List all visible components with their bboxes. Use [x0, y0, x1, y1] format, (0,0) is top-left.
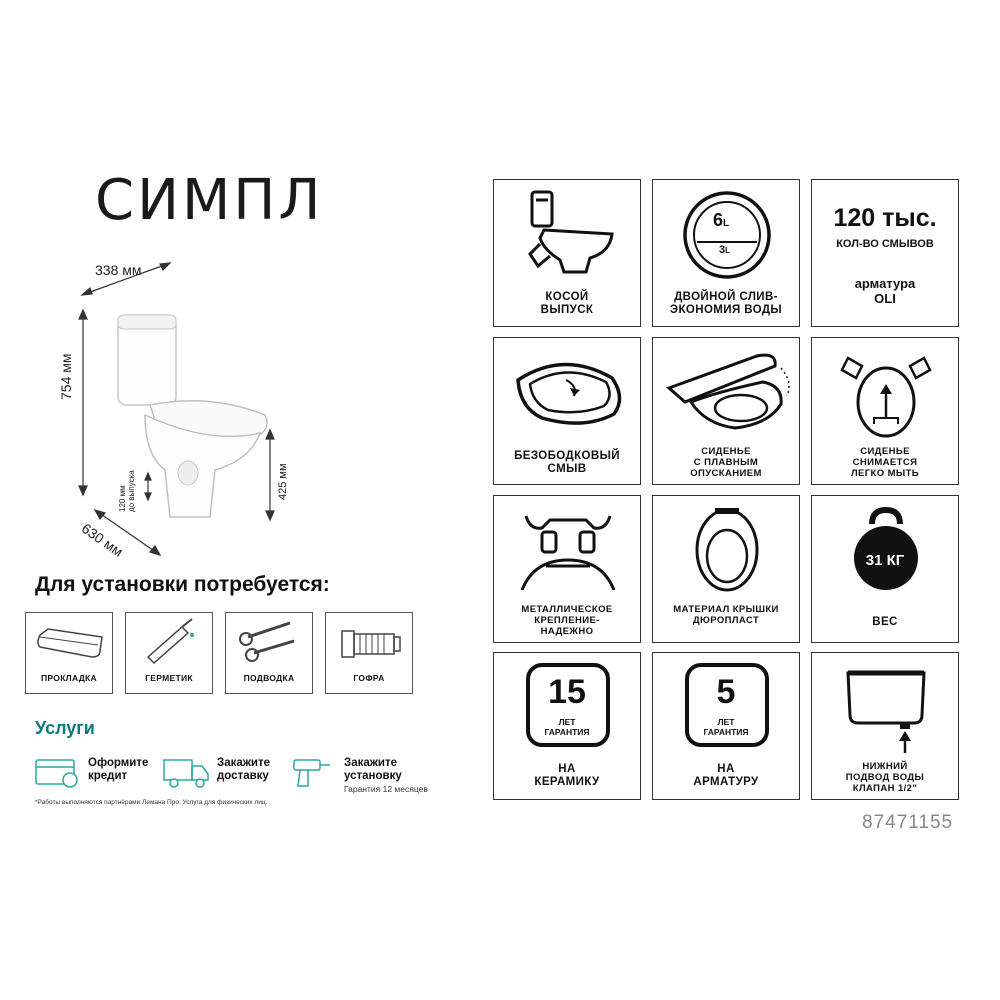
feature-label: МАТЕРИАЛ КРЫШКИ ДЮРОПЛАСТ [673, 604, 779, 626]
feature-dual-flush: 6L 3L ДВОЙНОЙ СЛИВ- ЭКОНОМИЯ ВОДЫ [652, 179, 800, 327]
feature-label: НА КЕРАМИКУ [534, 763, 600, 788]
feature-label: ВЕС [872, 616, 898, 628]
sealant-icon [146, 618, 194, 665]
requirement-sealant: ГЕРМЕТИК [125, 612, 213, 694]
delivery-truck-icon[interactable] [162, 756, 212, 790]
hose-icon [239, 621, 295, 662]
feature-seat-material: МАТЕРИАЛ КРЫШКИ ДЮРОПЛАСТ [652, 495, 800, 643]
feature-removable-seat: СИДЕНЬЕ СНИМАЕТСЯ ЛЕГКО МЫТЬ [811, 337, 959, 485]
feature-rimless: БЕЗОБОДКОВЫЙ СМЫВ [493, 337, 641, 485]
feature-label: СИДЕНЬЕ С ПЛАВНЫМ ОПУСКАНИЕМ [690, 446, 762, 479]
seat-material-icon [695, 508, 759, 592]
dual-flush-small: 3L [719, 244, 731, 256]
warranty-15-icon [526, 663, 610, 747]
fittings-brand: арматура OLI [854, 276, 916, 306]
dim-height: 754 мм [58, 353, 74, 401]
toilet-dimension-drawing [78, 262, 275, 556]
bottom-inlet-icon [846, 670, 926, 753]
corrugated-pipe-icon [341, 630, 401, 658]
feature-bottom-inlet: НИЖНИЙ ПОДВОД ВОДЫ КЛАПАН 1/2" [811, 652, 959, 800]
feature-label: ДВОЙНОЙ СЛИВ- ЭКОНОМИЯ ВОДЫ [669, 291, 783, 316]
gasket-icon [37, 628, 103, 658]
feature-flush-count: 120 тыс. КОЛ-ВО СМЫВОВ арматура OLI [811, 179, 959, 327]
service-installation[interactable]: Закажите установку Гарантия 12 месяцев [344, 757, 428, 794]
dim-width: 338 мм [95, 262, 142, 278]
dim-outlet-height: 425 мм [277, 463, 289, 500]
services-title: Услуги [35, 718, 95, 738]
feature-label: БЕЗОБОДКОВЫЙ СМЫВ [514, 450, 620, 475]
oblique-outlet-icon [528, 190, 614, 274]
requirement-hose: ПОДВОДКА [225, 612, 313, 694]
metal-mount-icon [520, 515, 616, 591]
weight-value: 31 КГ [865, 552, 905, 569]
feature-oblique-outlet: КОСОЙ ВЫПУСК [493, 179, 641, 327]
requirement-gasket: ПРОКЛАДКА [25, 612, 113, 694]
installation-drill-icon[interactable] [290, 754, 334, 790]
dual-flush-icon [683, 191, 771, 279]
article-number: 87471155 [862, 812, 954, 833]
feature-label: НИЖНИЙ ПОДВОД ВОДЫ КЛАПАН 1/2" [845, 761, 925, 794]
feature-metal-mount: МЕТАЛЛИЧЕСКОЕ КРЕПЛЕНИЕ- НАДЕЖНО [493, 495, 641, 643]
feature-label: СИДЕНЬЕ СНИМАЕТСЯ ЛЕГКО МЫТЬ [850, 446, 920, 479]
feature-label: МЕТАЛЛИЧЕСКОЕ КРЕПЛЕНИЕ- НАДЕЖНО [521, 604, 613, 637]
requirements-title: Для установки потребуется: [35, 573, 330, 596]
feature-warranty-fittings: 5 ЛЕТ ГАРАНТИЯ НА АРМАТУРУ [652, 652, 800, 800]
service-delivery[interactable]: Закажите доставку [217, 757, 271, 782]
feature-weight: 31 КГ ВЕС [811, 495, 959, 643]
dim-outlet-distance: 120 мм до выпуска [118, 470, 136, 512]
requirement-corrugated-pipe: ГОФРА [325, 612, 413, 694]
service-credit[interactable]: Оформите кредит [88, 757, 149, 782]
warranty-5-icon [685, 663, 769, 747]
feature-warranty-ceramic: 15 ЛЕТ ГАРАНТИЯ НА КЕРАМИКУ [493, 652, 641, 800]
soft-close-seat-icon [666, 353, 790, 430]
services-footnote: *Работы выполняются партнёрами Лемана Пр… [35, 799, 268, 806]
product-title: СИМПЛ [95, 168, 324, 233]
weight-icon [854, 506, 918, 590]
flush-count-value: 120 тыс. [833, 204, 937, 232]
dual-flush-big: 6L [713, 210, 730, 230]
feature-label: НА АРМАТУРУ [693, 763, 759, 788]
feature-soft-close: СИДЕНЬЕ С ПЛАВНЫМ ОПУСКАНИЕМ [652, 337, 800, 485]
feature-label: КОСОЙ ВЫПУСК [540, 291, 594, 316]
removable-seat-icon [840, 356, 932, 438]
rimless-icon [516, 362, 622, 425]
credit-card-icon[interactable] [34, 756, 80, 790]
